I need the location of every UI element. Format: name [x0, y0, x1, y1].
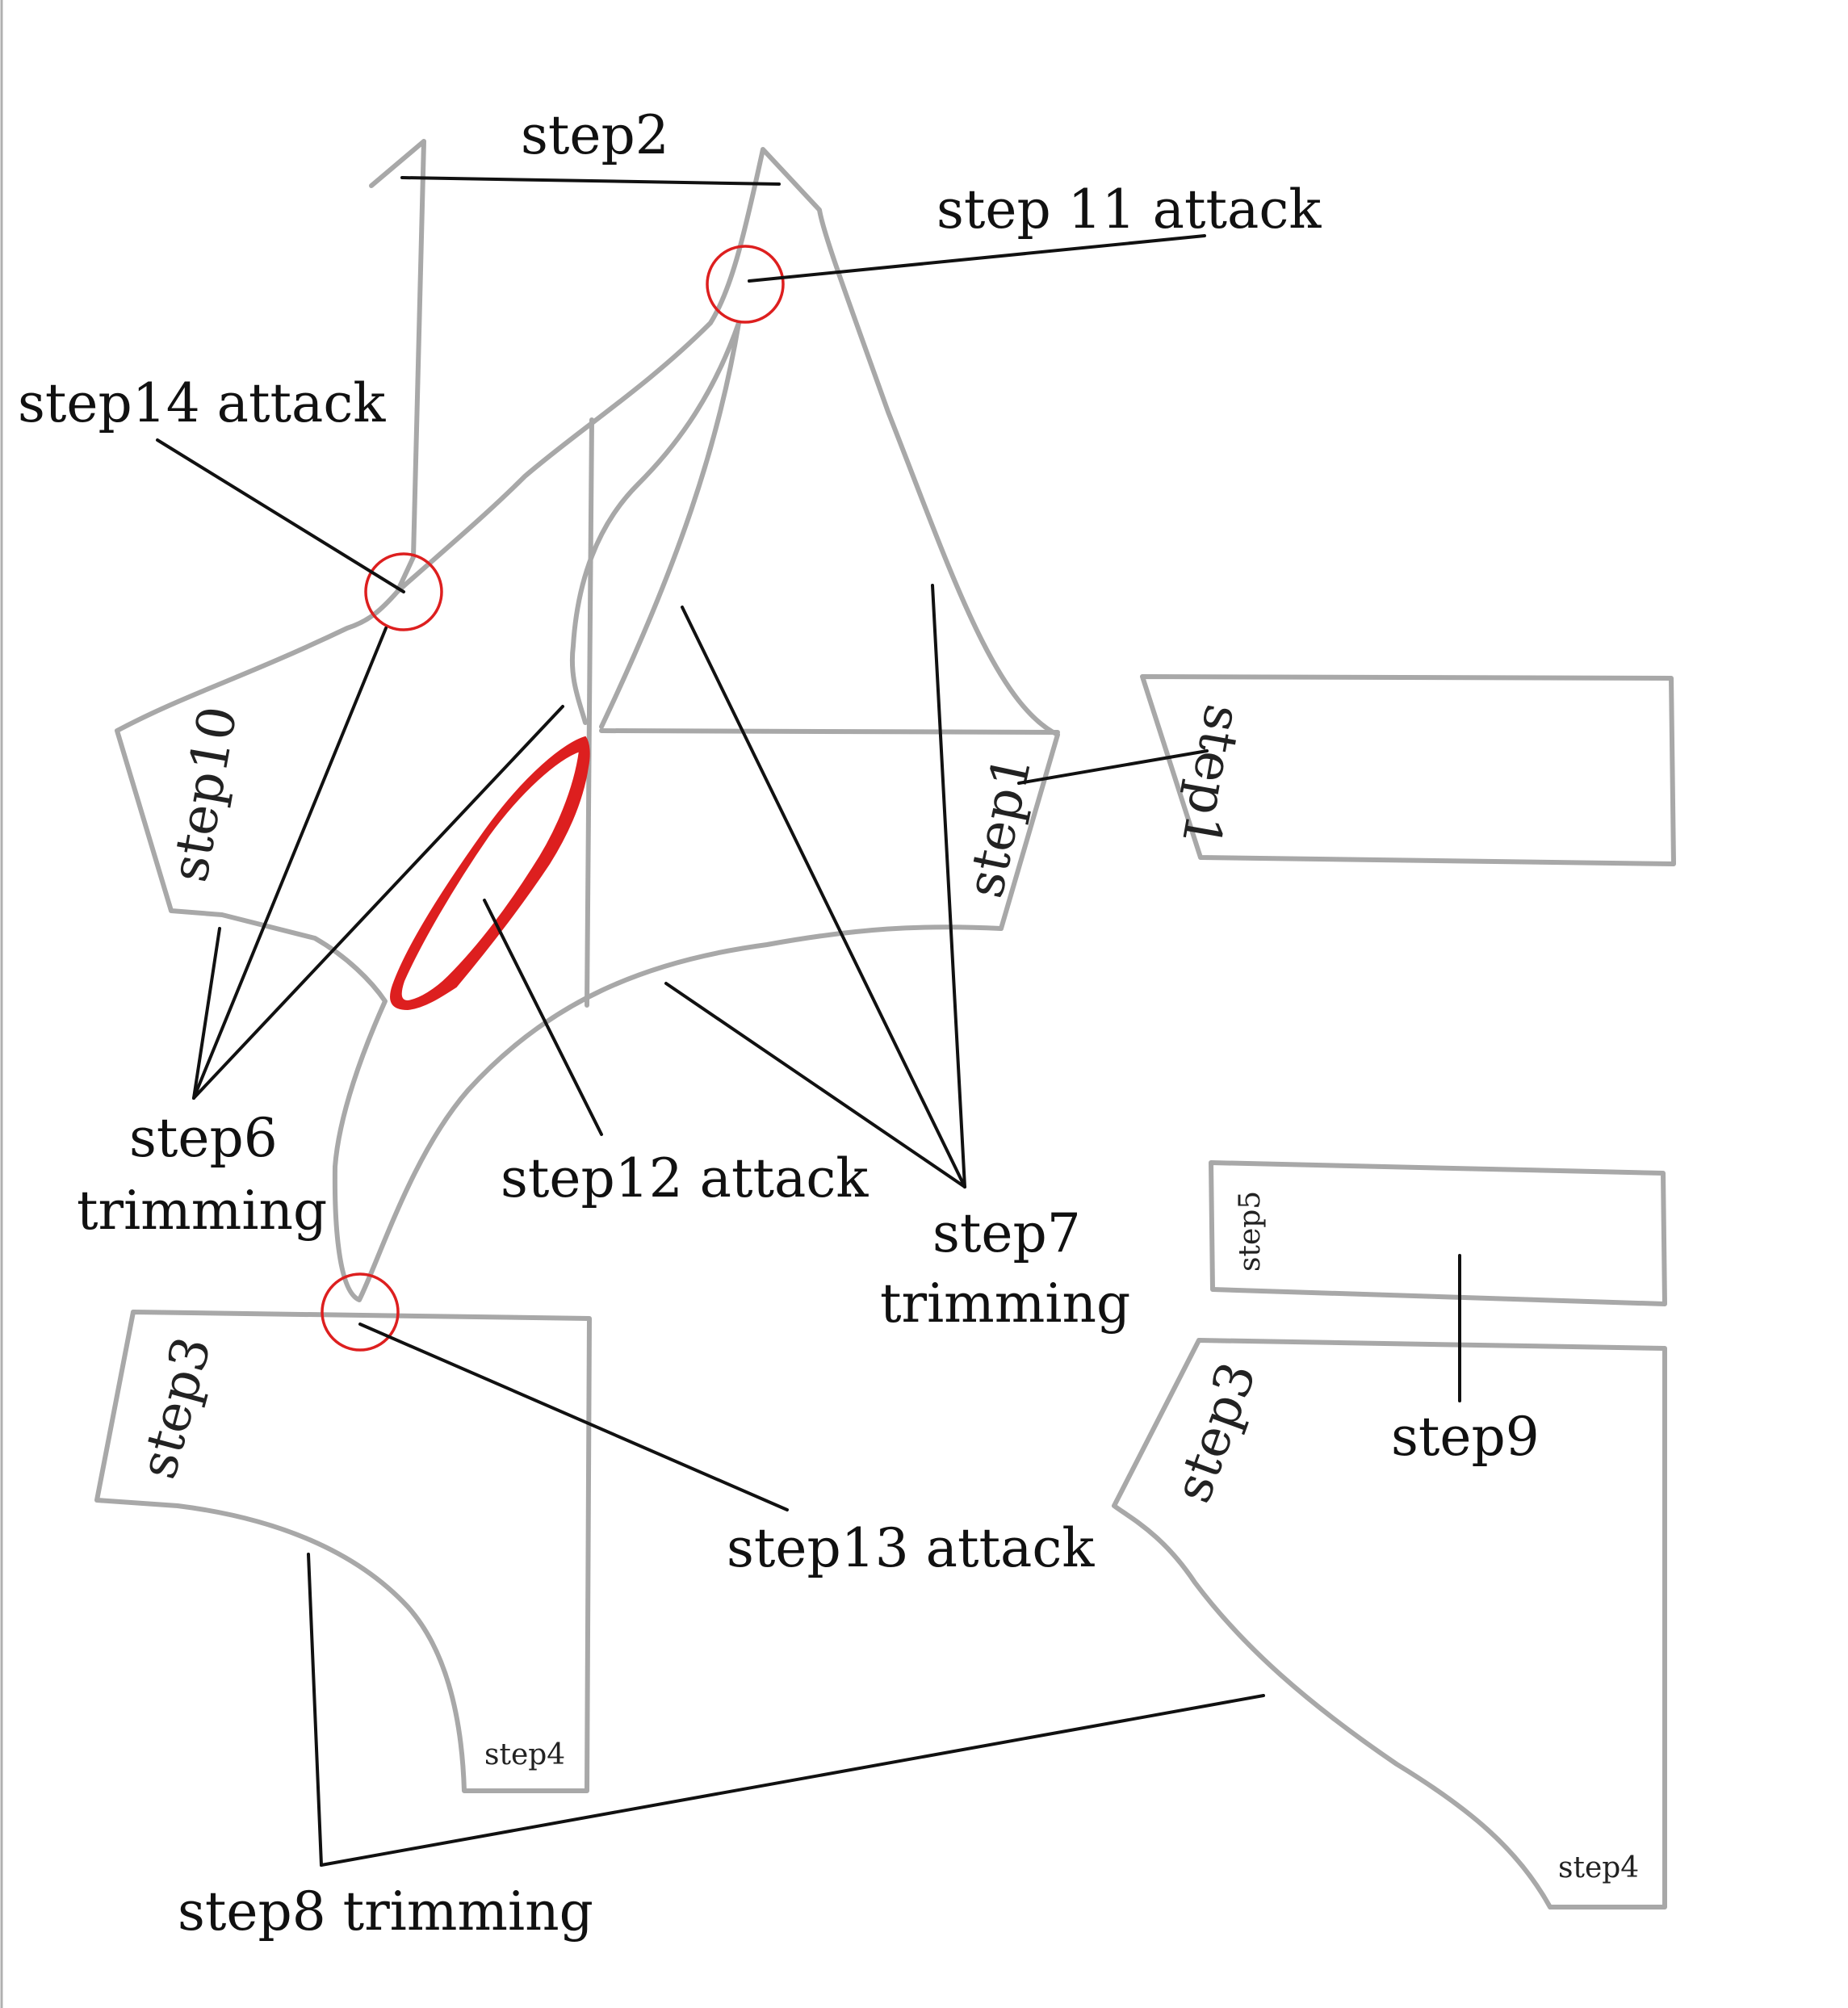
dart-vertical — [585, 417, 594, 1008]
step7-label-line2: trimming — [880, 1272, 1130, 1335]
step12-leader — [483, 899, 603, 1136]
leader-lines — [156, 176, 1461, 1867]
step13-attack-circle — [321, 1272, 400, 1352]
attack-markers — [321, 245, 785, 1352]
step13-label: step13 attack — [727, 1517, 1095, 1579]
step2-leader — [400, 176, 781, 186]
step4-right-piece-label: step4 — [1558, 1851, 1639, 1884]
step8-leader-b — [320, 1694, 1265, 1867]
step7-leader-c — [664, 982, 966, 1188]
step6-leader-c — [192, 705, 564, 1100]
step4-left-piece-label: step4 — [484, 1738, 565, 1771]
step9-label: step9 — [1391, 1406, 1540, 1468]
step1-leader — [1017, 749, 1209, 785]
step5-piece-label: step5 — [1234, 1191, 1267, 1272]
step1-strip-outline — [1140, 674, 1676, 866]
step14-leader — [156, 438, 405, 593]
step11-label: step 11 attack — [937, 178, 1322, 241]
step2-label: step2 — [521, 104, 669, 166]
right-lower-piece-outline — [1112, 1338, 1667, 1909]
dart-horizontal — [599, 728, 1060, 735]
step13-leader — [358, 1323, 789, 1511]
step11-attack-circle — [706, 245, 785, 324]
step7-leader-b — [931, 584, 966, 1188]
pattern-pieces — [94, 139, 1676, 1909]
step6-leader-b — [192, 627, 388, 1100]
left-lower-piece-outline — [94, 1310, 592, 1793]
step7-label-line1: step7 — [932, 1202, 1081, 1264]
inner-seam-curve — [569, 321, 741, 725]
bodice-piece-outline — [115, 139, 1060, 1302]
step14-label: step14 attack — [18, 372, 386, 434]
step6-label-line2: trimming — [77, 1180, 327, 1242]
step14-attack-circle — [364, 552, 443, 631]
step11-leader — [748, 234, 1206, 283]
step8-label: step8 trimming — [178, 1880, 593, 1943]
step6-leader-a — [192, 927, 221, 1100]
step5-strip-outline — [1209, 1160, 1667, 1306]
step8-leader-a — [307, 1553, 323, 1867]
step12-label: step12 attack — [501, 1147, 869, 1209]
inner-seam-curve-2 — [599, 321, 741, 729]
step-labels: step2 step 11 attack step14 attack step6… — [18, 104, 1540, 1943]
step12-attack-loop — [390, 736, 590, 1011]
step6-label-line1: step6 — [129, 1107, 278, 1169]
step7-leader-a — [681, 606, 966, 1188]
